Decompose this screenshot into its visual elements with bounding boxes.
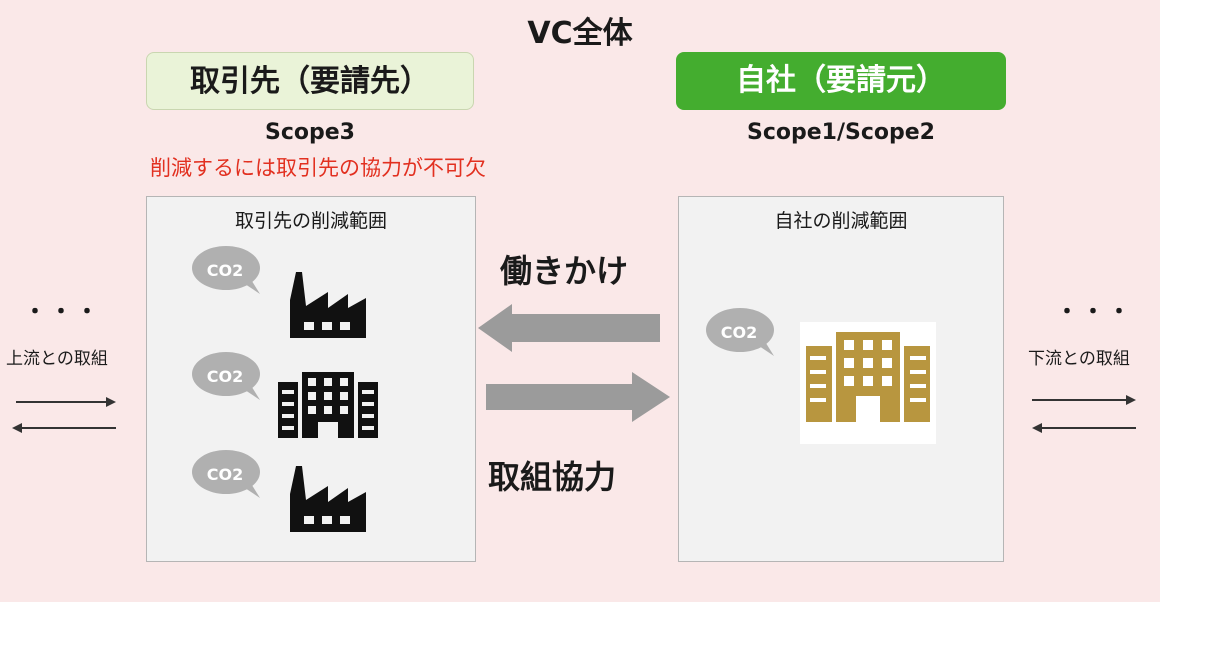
arrow-left-icon (478, 304, 660, 352)
company-building-icon (800, 322, 936, 444)
downstream-exchange-arrows (1032, 395, 1136, 433)
co2-label: CO2 (206, 367, 244, 386)
upstream-label: 上流との取組 (6, 349, 108, 369)
own-reduction-title: 自社の削減範囲 (774, 210, 908, 232)
own-company-label: 自社（要請元） (676, 52, 1006, 110)
factory-icon (290, 272, 366, 338)
downstream-ellipsis: ・・・ (1056, 300, 1135, 325)
co2-bubble-icon (706, 308, 774, 356)
supplier-label: 取引先（要請先） (146, 52, 474, 110)
co2-bubble-icon (192, 352, 260, 400)
co2-bubble-icon (192, 246, 260, 294)
co2-label: CO2 (720, 323, 758, 342)
co2-label: CO2 (206, 465, 244, 484)
factory-icon (290, 466, 366, 532)
supplier-reduction-title: 取引先の削減範囲 (234, 210, 387, 232)
supplier-scope: Scope3 (265, 120, 355, 145)
co2-bubble-icon (192, 450, 260, 498)
arrow-right-icon (486, 372, 670, 422)
cooperation-label: 取組協力 (488, 458, 617, 496)
own-company-scope: Scope1/Scope2 (747, 120, 935, 145)
co2-label: CO2 (206, 261, 244, 280)
request-label: 働きかけ (500, 252, 629, 290)
downstream-label: 下流との取組 (1028, 349, 1130, 369)
office-building-icon (278, 372, 378, 438)
diagram-title: VC全体 (527, 16, 633, 51)
upstream-exchange-arrows (12, 397, 116, 433)
upstream-ellipsis: ・・・ (24, 300, 103, 325)
cooperation-note: 削減するには取引先の協力が不可欠 (150, 156, 486, 180)
